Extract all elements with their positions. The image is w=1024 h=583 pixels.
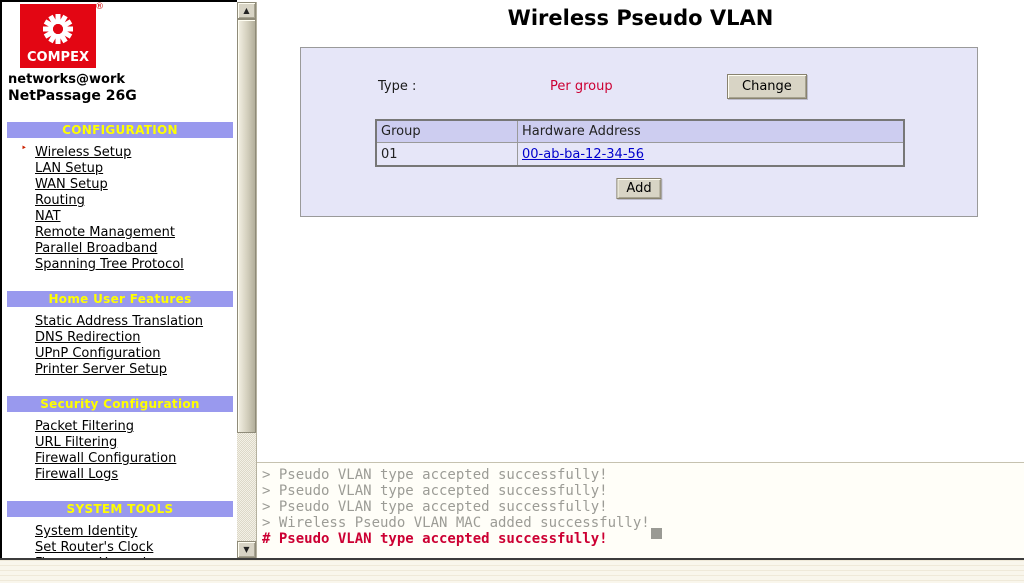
hardware-address-column-header: Hardware Address <box>517 119 905 143</box>
sidebar-item-row: UPnP Configuration <box>35 342 237 361</box>
sidebar-scrollbar[interactable]: ▲ ▼ <box>237 2 257 558</box>
change-button[interactable]: Change <box>727 74 807 99</box>
pseudo-vlan-panel: Type : Per group Change Group Hardware A… <box>300 47 978 217</box>
sidebar-item-row: Packet Filtering <box>35 415 237 434</box>
sidebar-item-static-address-translation[interactable]: Static Address Translation <box>35 314 204 329</box>
group-cell: 01 <box>375 142 518 167</box>
sidebar-item-row: Spanning Tree Protocol <box>35 253 237 272</box>
sidebar-item-nat[interactable]: NAT <box>35 209 61 224</box>
scroll-up-button[interactable]: ▲ <box>237 2 256 19</box>
scroll-down-button[interactable]: ▼ <box>237 541 256 558</box>
sidebar-item-remote-management[interactable]: Remote Management <box>35 225 175 240</box>
sidebar-item-row: Routing <box>35 189 237 208</box>
brand-tagline: networks@work <box>8 72 126 87</box>
sidebar-item-row: LAN Setup <box>35 157 237 176</box>
sidebar-item-row: Printer Server Setup <box>35 358 237 377</box>
type-label: Type : <box>378 79 417 94</box>
sidebar-item-row: Remote Management <box>35 221 237 240</box>
page-title: Wireless Pseudo VLAN <box>507 6 774 30</box>
sidebar-item-row: Parallel Broadband <box>35 237 237 256</box>
hardware-address-link[interactable]: 00-ab-ba-12-34-56 <box>522 146 645 162</box>
sidebar-item-row: System Identity <box>35 520 237 539</box>
sidebar-item-row: Static Address Translation <box>35 310 237 329</box>
frame-bottom-border <box>0 558 1024 560</box>
console-messages: > Pseudo VLAN type accepted successfully… <box>257 463 1024 547</box>
logo-text: COMPEX <box>27 50 89 65</box>
sidebar: COMPEX ® networks@work NetPassage 26G CO… <box>0 0 237 560</box>
compex-logo-image: COMPEX <box>20 4 96 68</box>
sidebar-item-packet-filtering[interactable]: Packet Filtering <box>35 419 134 434</box>
compex-logo: COMPEX <box>20 4 96 70</box>
sidebar-item-row: Firewall Logs <box>35 463 237 482</box>
sidebar-item-wan-setup[interactable]: WAN Setup <box>35 177 108 192</box>
scrollbar-thumb[interactable] <box>237 19 256 433</box>
sidebar-item-row: Set Router's Clock <box>35 536 237 555</box>
sidebar-item-parallel-broadband[interactable]: Parallel Broadband <box>35 241 158 256</box>
sidebar-item-upnp-configuration[interactable]: UPnP Configuration <box>35 346 161 361</box>
type-value: Per group <box>550 79 613 94</box>
console-cursor <box>651 528 662 539</box>
sidebar-item-wireless-setup[interactable]: Wireless Setup <box>35 145 132 160</box>
sidebar-item-lan-setup[interactable]: LAN Setup <box>35 161 104 176</box>
sidebar-item-row: WAN Setup <box>35 173 237 192</box>
console-message: > Pseudo VLAN type accepted successfully… <box>262 483 608 499</box>
sidebar-item-url-filtering[interactable]: URL Filtering <box>35 435 118 450</box>
sidebar-item-row: NAT <box>35 205 237 224</box>
down-arrow-icon: ▼ <box>243 545 250 554</box>
table-header-row: Group Hardware Address <box>375 119 905 143</box>
sidebar-item-row: DNS Redirection <box>35 326 237 345</box>
active-item-arrow-icon: ‣ <box>21 143 27 154</box>
console-message: > Wireless Pseudo VLAN MAC added success… <box>262 515 650 531</box>
up-arrow-icon: ▲ <box>243 6 250 15</box>
registered-trademark: ® <box>95 2 104 12</box>
sidebar-item-row: ‣ Wireless Setup <box>21 141 237 160</box>
sidebar-item-routing[interactable]: Routing <box>35 193 85 208</box>
sidebar-item-dns-redirection[interactable]: DNS Redirection <box>35 330 141 345</box>
device-model: NetPassage 26G <box>8 88 137 104</box>
sidebar-item-system-identity[interactable]: System Identity <box>35 524 138 539</box>
section-header: CONFIGURATION <box>7 122 233 138</box>
sidebar-item-set-router-s-clock[interactable]: Set Router's Clock <box>35 540 154 555</box>
section-header: Security Configuration <box>7 396 233 412</box>
sidebar-item-firewall-logs[interactable]: Firewall Logs <box>35 467 119 482</box>
sidebar-item-spanning-tree-protocol[interactable]: Spanning Tree Protocol <box>35 257 184 272</box>
console-message: # Pseudo VLAN type accepted successfully… <box>262 531 608 547</box>
hardware-address-cell: 00-ab-ba-12-34-56 <box>517 142 905 167</box>
sidebar-item-row: URL Filtering <box>35 431 237 450</box>
section-header: Home User Features <box>7 291 233 307</box>
group-column-header: Group <box>375 119 518 143</box>
sidebar-item-firewall-configuration[interactable]: Firewall Configuration <box>35 451 177 466</box>
sidebar-item-printer-server-setup[interactable]: Printer Server Setup <box>35 362 167 377</box>
add-button[interactable]: Add <box>616 178 662 199</box>
console-message: > Pseudo VLAN type accepted successfully… <box>262 499 608 515</box>
sidebar-item-row: Firewall Configuration <box>35 447 237 466</box>
message-console: > Pseudo VLAN type accepted successfully… <box>257 462 1024 559</box>
page-footer-stripes <box>0 560 1024 583</box>
section-header: SYSTEM TOOLS <box>7 501 233 517</box>
console-message: > Pseudo VLAN type accepted successfully… <box>262 467 608 483</box>
